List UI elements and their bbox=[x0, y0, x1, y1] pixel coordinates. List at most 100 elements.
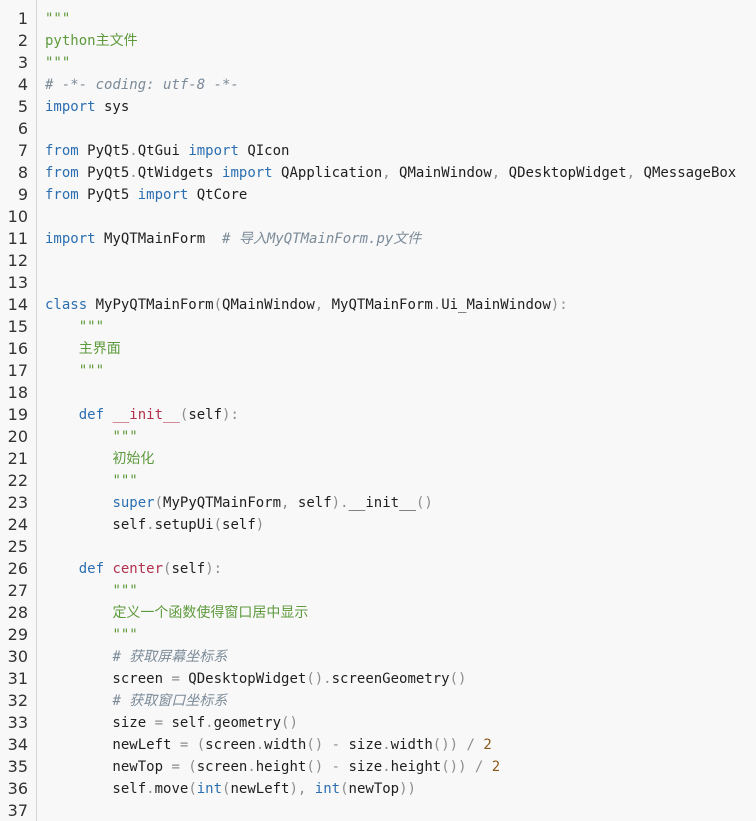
line-number: 33 bbox=[7, 713, 28, 732]
code-line[interactable]: 10 bbox=[0, 206, 756, 228]
code-line[interactable]: 12 bbox=[0, 250, 756, 272]
code-token: self bbox=[289, 495, 332, 511]
line-number: 3 bbox=[17, 53, 28, 72]
code-line[interactable]: 30 # 获取屏幕坐标系 bbox=[0, 646, 756, 668]
line-text: python主文件 bbox=[45, 30, 138, 52]
code-line[interactable]: 7 from PyQt5.QtGui import QIcon bbox=[0, 140, 756, 162]
code-line[interactable]: 16 主界面 bbox=[0, 338, 756, 360]
code-line[interactable]: 24 self.setupUi(self) bbox=[0, 514, 756, 536]
code-line[interactable]: 19 def __init__(self): bbox=[0, 404, 756, 426]
line-text: # -*- coding: utf-8 -*- bbox=[45, 74, 239, 96]
line-text: from PyQt5 import QtCore bbox=[45, 184, 247, 206]
code-token: newLeft bbox=[45, 737, 180, 753]
code-token: """ bbox=[112, 473, 138, 489]
code-token: height bbox=[390, 759, 442, 775]
code-line[interactable]: 3 """ bbox=[0, 52, 756, 74]
code-line[interactable]: 1""" bbox=[0, 8, 756, 30]
code-line[interactable]: 13 bbox=[0, 272, 756, 294]
code-token: . bbox=[382, 759, 391, 775]
code-line[interactable]: 6 bbox=[0, 118, 756, 140]
code-token: PyQt5 bbox=[78, 143, 130, 159]
code-line[interactable]: 20 """ bbox=[0, 426, 756, 448]
code-token: , bbox=[626, 165, 636, 181]
code-token: ()) / bbox=[432, 737, 484, 753]
code-token: )) bbox=[399, 781, 416, 797]
line-number: 21 bbox=[7, 449, 28, 468]
code-token: ( bbox=[179, 407, 189, 423]
code-token: ): bbox=[550, 297, 568, 313]
line-text: self.move(int(newLeft), int(newTop)) bbox=[45, 778, 416, 800]
code-line[interactable]: 15 """ bbox=[0, 316, 756, 338]
code-token: ( bbox=[163, 561, 172, 577]
code-line[interactable]: 25 bbox=[0, 536, 756, 558]
code-line[interactable]: 27 """ bbox=[0, 580, 756, 602]
code-line[interactable]: 37 bbox=[0, 800, 756, 821]
code-token: . bbox=[129, 165, 138, 181]
line-number: 14 bbox=[7, 295, 28, 314]
line-text: from PyQt5.QtGui import QIcon bbox=[45, 140, 289, 162]
line-number: 20 bbox=[7, 427, 28, 446]
code-line[interactable]: 29 """ bbox=[0, 624, 756, 646]
line-number: 34 bbox=[7, 735, 28, 754]
code-line[interactable]: 21 初始化 bbox=[0, 448, 756, 470]
code-line[interactable]: 35 newTop = (screen.height() - size.heig… bbox=[0, 756, 756, 778]
code-token bbox=[45, 363, 79, 379]
line-number: 7 bbox=[17, 141, 28, 160]
line-number: 25 bbox=[7, 537, 28, 556]
code-line[interactable]: 28 定义一个函数使得窗口居中显示 bbox=[0, 602, 756, 624]
line-text: screen = QDesktopWidget().screenGeometry… bbox=[45, 668, 466, 690]
code-token: newTop bbox=[348, 781, 400, 797]
code-token: . bbox=[146, 781, 155, 797]
code-line[interactable]: 34 newLeft = (screen.width() - size.widt… bbox=[0, 734, 756, 756]
code-line[interactable]: 4# -*- coding: utf-8 -*- bbox=[0, 74, 756, 96]
code-token: . bbox=[129, 143, 138, 159]
code-token: = ( bbox=[179, 737, 206, 753]
code-token: """ bbox=[45, 55, 71, 71]
code-line[interactable]: 17 """ bbox=[0, 360, 756, 382]
code-token bbox=[45, 561, 79, 577]
code-token bbox=[45, 319, 79, 335]
code-token: QDesktopWidget bbox=[179, 671, 307, 687]
code-token: QtCore bbox=[188, 187, 248, 203]
code-line[interactable]: 32 # 获取窗口坐标系 bbox=[0, 690, 756, 712]
line-text: """ bbox=[45, 426, 137, 448]
code-token: screen bbox=[45, 671, 172, 687]
code-token: self bbox=[188, 407, 223, 423]
code-token: ( bbox=[154, 495, 164, 511]
line-text: 初始化 bbox=[45, 448, 154, 470]
code-line[interactable]: 22 """ bbox=[0, 470, 756, 492]
code-token: = bbox=[171, 671, 180, 687]
code-line[interactable]: 18 bbox=[0, 382, 756, 404]
code-token: 2 bbox=[483, 737, 492, 753]
code-line[interactable]: 26 def center(self): bbox=[0, 558, 756, 580]
code-token: size bbox=[348, 759, 383, 775]
code-line[interactable]: 23 super(MyPyQTMainForm, self).__init__(… bbox=[0, 492, 756, 514]
line-number: 31 bbox=[7, 669, 28, 688]
code-token: MyPyQTMainForm bbox=[87, 297, 214, 313]
code-token: , bbox=[314, 297, 324, 313]
line-text: # 获取屏幕坐标系 bbox=[45, 646, 227, 668]
line-number: 1 bbox=[17, 9, 28, 28]
code-token: PyQt5 bbox=[78, 187, 138, 203]
code-token: MyQTMainForm bbox=[95, 231, 223, 247]
line-text: """ bbox=[45, 52, 70, 74]
code-token: ( bbox=[213, 517, 223, 533]
code-token: __init__ bbox=[348, 495, 416, 511]
code-line[interactable]: 36 self.move(int(newLeft), int(newTop)) bbox=[0, 778, 756, 800]
code-line[interactable]: 31 screen = QDesktopWidget().screenGeome… bbox=[0, 668, 756, 690]
code-token bbox=[45, 473, 112, 489]
code-token: QtGui bbox=[137, 143, 189, 159]
code-token: PyQt5 bbox=[78, 165, 130, 181]
line-text: """ bbox=[45, 624, 137, 646]
code-line[interactable]: 33 size = self.geometry() bbox=[0, 712, 756, 734]
code-token: = bbox=[154, 715, 164, 731]
line-number: 12 bbox=[7, 251, 28, 270]
